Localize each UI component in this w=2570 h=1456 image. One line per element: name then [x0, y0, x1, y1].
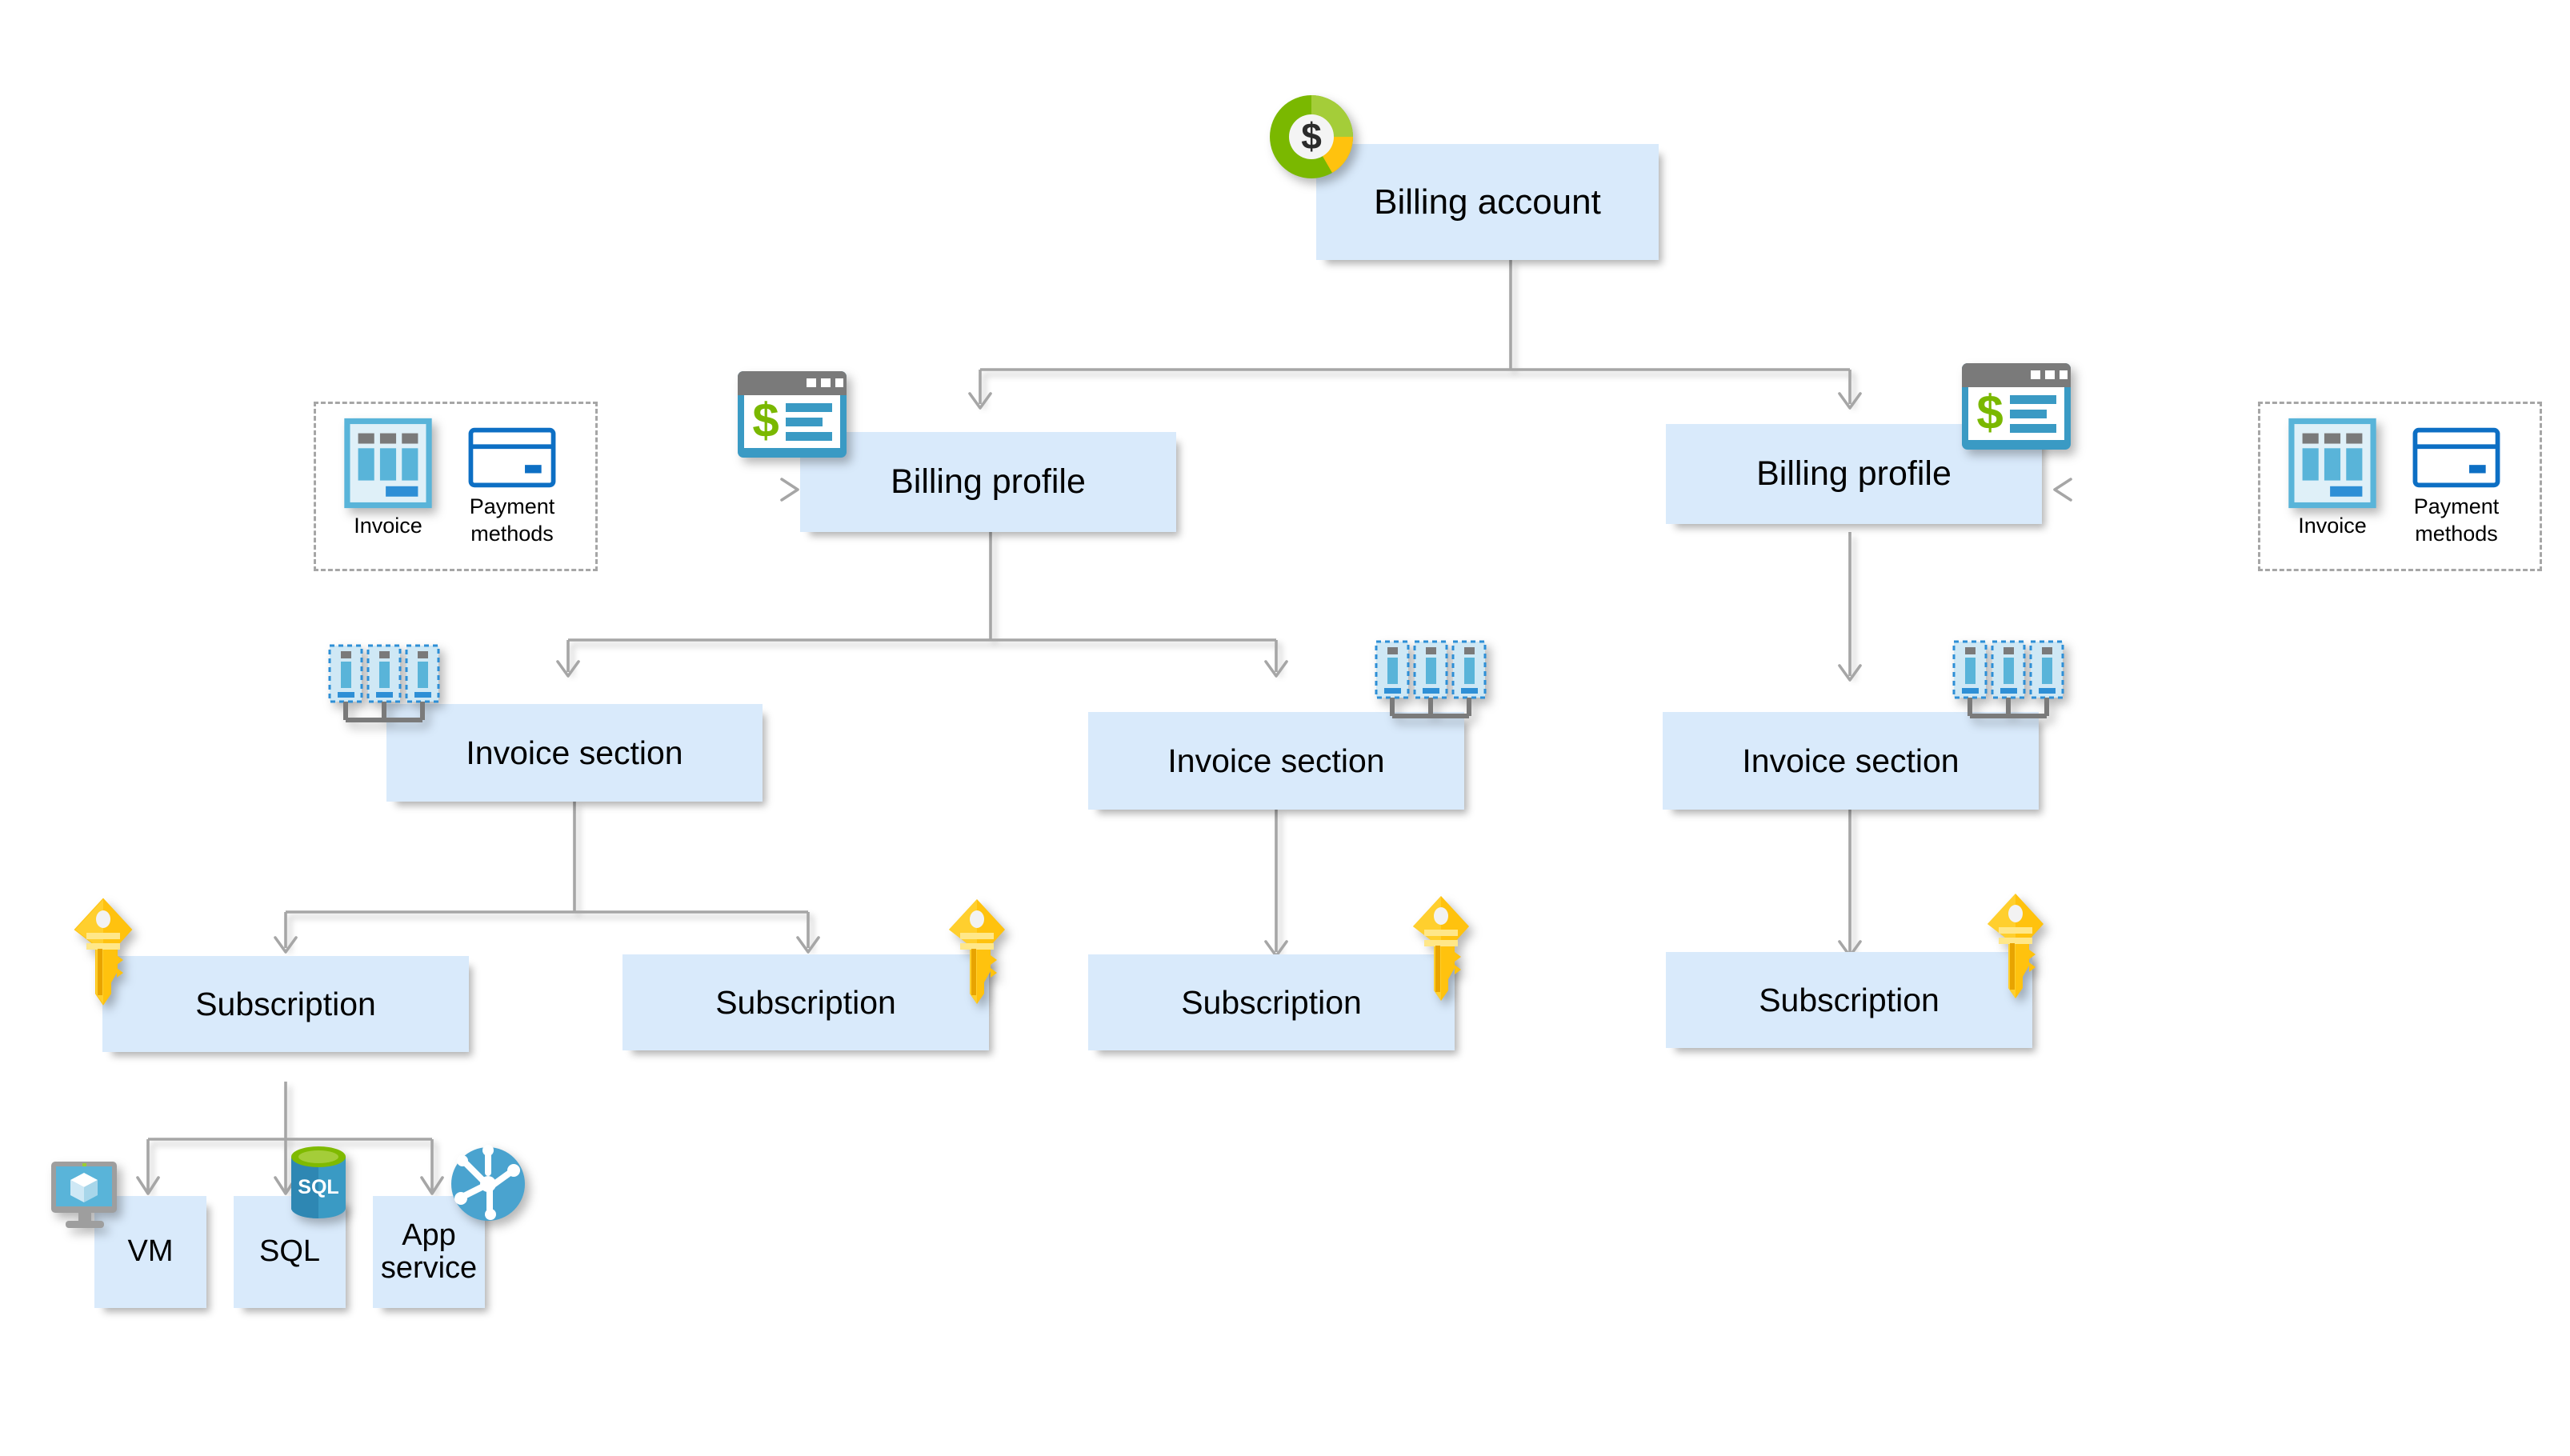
- attachment-payment-methods-1-line1: Payment: [469, 494, 555, 518]
- billing-profile-window-icon-2: $: [1960, 362, 2072, 451]
- node-resource-app-service-line2: service: [380, 1251, 478, 1285]
- node-subscription-2[interactable]: Subscription: [622, 954, 989, 1050]
- key-icon-4: [1983, 892, 2048, 1000]
- edge-section1-to-subs: [284, 802, 810, 948]
- node-subscription-4-label: Subscription: [1759, 981, 1940, 1018]
- svg-text:$: $: [1301, 115, 1322, 157]
- node-subscription-1[interactable]: Subscription: [102, 956, 469, 1052]
- node-invoice-section-2[interactable]: Invoice section: [1088, 712, 1464, 810]
- attachment-invoice-1-label: Invoice: [354, 514, 422, 538]
- billing-profile-1-attachments-frame: [314, 402, 598, 571]
- credit-card-icon: [468, 424, 556, 491]
- sql-database-icon: SQL: [288, 1146, 349, 1221]
- node-subscription-1-label: Subscription: [195, 985, 376, 1022]
- node-billing-account-label: Billing account: [1374, 182, 1601, 222]
- invoice-section-group-icon-1: [328, 644, 440, 740]
- node-subscription-3-label: Subscription: [1181, 983, 1362, 1021]
- node-billing-account[interactable]: Billing account: [1316, 144, 1659, 260]
- node-billing-profile-2-label: Billing profile: [1756, 454, 1952, 494]
- node-resource-app-service[interactable]: App service: [373, 1196, 485, 1308]
- billing-profile-window-icon-1: $: [736, 370, 848, 459]
- node-invoice-section-2-label: Invoice section: [1167, 742, 1385, 779]
- svg-text:SQL: SQL: [298, 1176, 338, 1198]
- node-invoice-section-3-label: Invoice section: [1742, 742, 1960, 779]
- billing-account-donut-icon: $: [1263, 88, 1360, 186]
- credit-card-icon: [2412, 424, 2500, 491]
- attachment-payment-methods-2[interactable]: Payment methods: [2400, 424, 2512, 546]
- invoice-section-group-icon-2: [1375, 640, 1487, 736]
- key-icon-3: [1408, 894, 1474, 1002]
- invoice-section-group-icon-3: [1952, 640, 2064, 736]
- attachment-payment-methods-2-line1: Payment: [2413, 494, 2500, 518]
- node-resource-vm[interactable]: VM: [94, 1196, 206, 1308]
- edge-profile1-to-sections: [566, 532, 1278, 672]
- edge-sub1-to-resources: [146, 1082, 434, 1192]
- node-resource-app-service-line1: App: [402, 1218, 456, 1252]
- attachment-payment-methods-2-line2: methods: [2415, 522, 2498, 546]
- billing-profile-2-attachments-frame: [2258, 402, 2542, 571]
- attachment-payment-methods-1[interactable]: Payment methods: [456, 424, 568, 546]
- invoice-document-icon: [340, 416, 436, 510]
- node-billing-profile-1-label: Billing profile: [891, 462, 1086, 502]
- node-invoice-section-3[interactable]: Invoice section: [1663, 712, 2039, 810]
- key-icon-2: [944, 898, 1010, 1006]
- app-service-globe-icon: [448, 1144, 528, 1224]
- invoice-document-icon: [2284, 416, 2380, 510]
- svg-text:$: $: [1976, 386, 2003, 439]
- node-subscription-4[interactable]: Subscription: [1666, 952, 2032, 1048]
- node-subscription-2-label: Subscription: [715, 983, 896, 1021]
- attachment-invoice-2[interactable]: Invoice: [2284, 416, 2380, 538]
- attachment-payment-methods-1-line2: methods: [470, 522, 554, 546]
- svg-text:$: $: [752, 394, 779, 447]
- node-resource-sql-label: SQL: [258, 1234, 321, 1269]
- attachment-invoice-1[interactable]: Invoice: [340, 416, 436, 538]
- node-subscription-3[interactable]: Subscription: [1088, 954, 1455, 1050]
- node-billing-profile-1[interactable]: Billing profile: [800, 432, 1176, 532]
- vm-monitor-icon: [46, 1158, 126, 1232]
- node-resource-vm-label: VM: [127, 1234, 174, 1269]
- key-icon-1: [70, 898, 136, 1006]
- node-invoice-section-1[interactable]: Invoice section: [386, 704, 763, 802]
- edge-account-to-profiles: [979, 260, 1851, 404]
- attachment-invoice-2-label: Invoice: [2298, 514, 2367, 538]
- node-invoice-section-1-label: Invoice section: [466, 734, 683, 771]
